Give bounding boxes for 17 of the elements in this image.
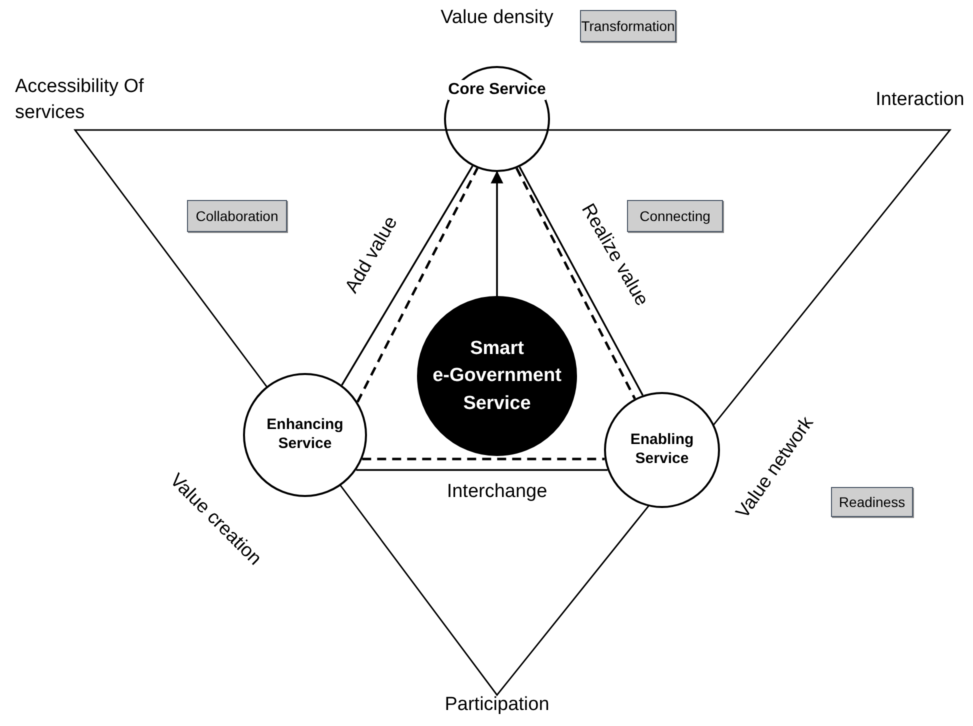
circle-label: Smart e-Government Service <box>432 336 562 416</box>
tag-box: Collaboration <box>187 200 287 232</box>
tag-box: Readiness <box>831 487 913 517</box>
arrow <box>490 170 504 296</box>
circle-label: Enabling Service <box>629 431 695 469</box>
tag-box: Connecting <box>627 200 723 232</box>
corner-label: Value density <box>440 6 554 30</box>
connector-line <box>356 469 608 471</box>
circle-label: Enhancing Service <box>266 416 344 454</box>
circle-label: Core Service <box>448 80 546 100</box>
corner-label: Participation <box>444 692 550 717</box>
corner-label: Interaction <box>876 88 964 112</box>
tag-box: Transformation <box>580 10 676 42</box>
dashed-line <box>362 458 605 460</box>
corner-label: Accessibility Of services <box>15 74 145 125</box>
dashed-line <box>356 168 478 403</box>
connector-line <box>341 166 474 386</box>
